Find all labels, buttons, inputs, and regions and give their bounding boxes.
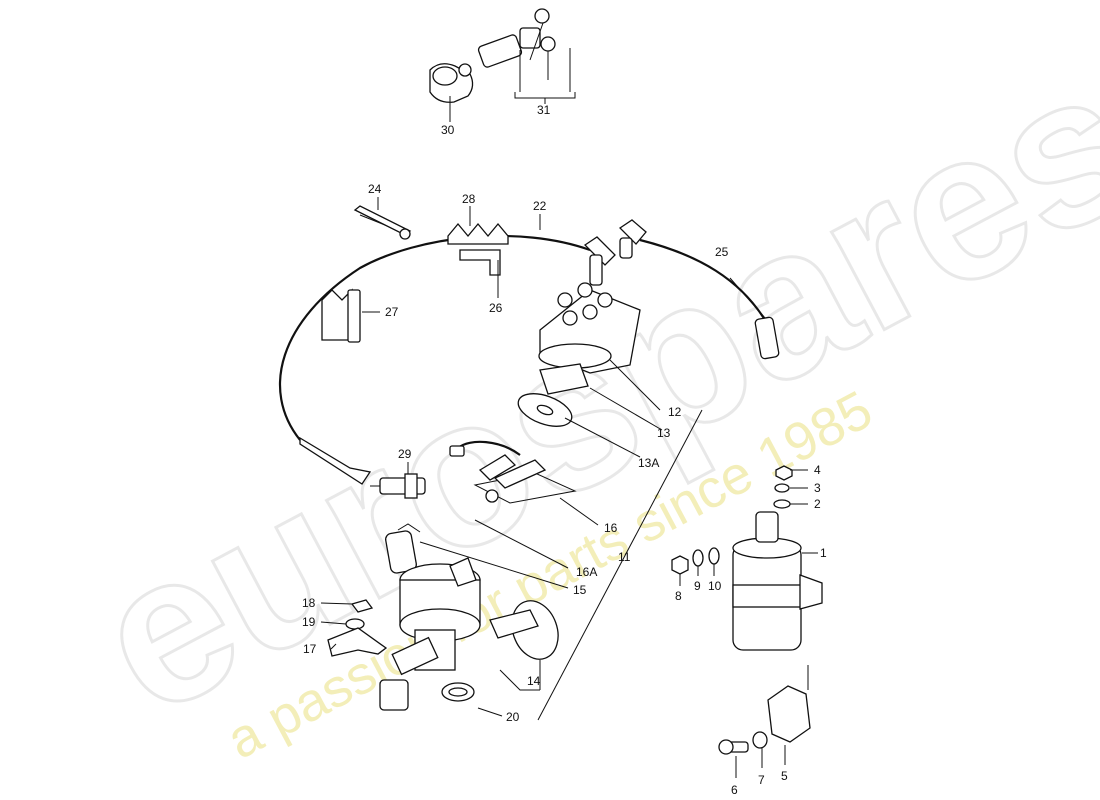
condenser-part <box>385 523 421 574</box>
leader-lines <box>320 116 818 778</box>
part-label-5: 5 <box>781 769 788 783</box>
vacuum-unit-part <box>489 600 559 660</box>
ignition-lock-part <box>429 63 474 116</box>
part-label-29: 29 <box>398 447 412 461</box>
part-label-16: 16 <box>604 521 618 535</box>
part-label-28: 28 <box>462 192 476 206</box>
part-label-8: 8 <box>675 589 682 603</box>
distributor-cap-part <box>538 282 641 374</box>
part-label-15: 15 <box>573 583 587 597</box>
cable-clips <box>321 205 509 343</box>
dust-shield-part <box>517 393 573 427</box>
part-label-19: 19 <box>302 615 316 629</box>
part-label-20: 20 <box>506 710 520 724</box>
part-label-22: 22 <box>533 199 547 213</box>
part-labels: 1 2 3 4 5 6 7 8 9 10 11 12 13 13A 14 15 … <box>302 103 827 797</box>
lock-cylinder-keys-part <box>477 8 576 104</box>
watermark: eurospares a passion for parts since 198… <box>59 19 1100 770</box>
part-label-26: 26 <box>489 301 503 315</box>
part-label-13a: 13A <box>638 456 659 470</box>
part-label-31: 31 <box>537 103 551 117</box>
part-label-18: 18 <box>302 596 316 610</box>
part-label-10: 10 <box>708 579 722 593</box>
part-label-12: 12 <box>668 405 682 419</box>
part-label-27: 27 <box>385 305 399 319</box>
rotor-part <box>539 363 589 395</box>
part-label-30: 30 <box>441 123 455 137</box>
part-label-7: 7 <box>758 773 765 787</box>
part-label-16a: 16A <box>576 565 597 579</box>
spark-plug-connectors <box>299 219 780 485</box>
part-label-17: 17 <box>303 642 317 656</box>
part-label-14: 14 <box>527 674 541 688</box>
part-label-25: 25 <box>715 245 729 259</box>
part-label-6: 6 <box>731 783 738 797</box>
contact-breaker-part <box>473 454 577 504</box>
coil-hardware <box>671 465 793 575</box>
spark-plug-part <box>370 473 426 499</box>
ignition-coil-part <box>732 511 823 651</box>
part-label-4: 4 <box>814 463 821 477</box>
part-label-13: 13 <box>657 426 671 440</box>
part-label-9: 9 <box>694 579 701 593</box>
distributor-body-part <box>379 557 481 711</box>
part-label-24: 24 <box>368 182 382 196</box>
part-label-11: 11 <box>618 550 631 564</box>
part-label-1: 1 <box>820 546 827 560</box>
part-label-2: 2 <box>814 497 821 511</box>
part-label-3: 3 <box>814 481 821 495</box>
suppressor-part <box>718 665 811 755</box>
watermark-brand: eurospares <box>61 21 1100 760</box>
